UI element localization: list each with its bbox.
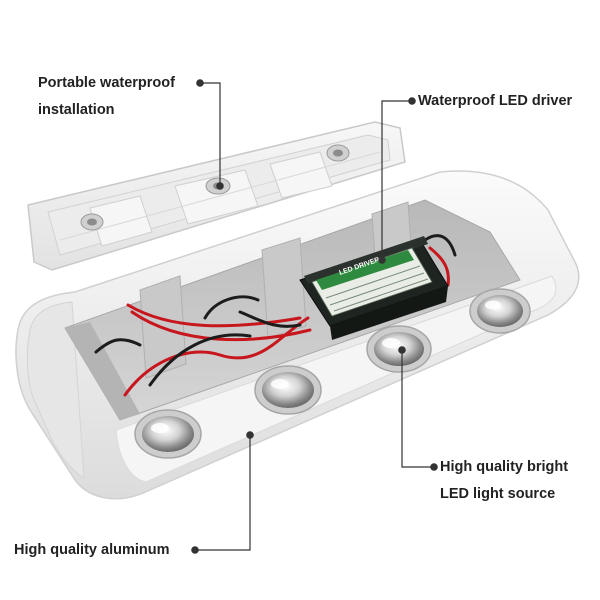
led-driver: LED DRIVER [299,236,449,340]
led-lens-1 [134,409,202,459]
mounting-plate [27,121,406,271]
callout-driver-label: Waterproof LED driver [418,93,573,109]
callout-led-source: High quality bright LED light source [440,454,568,508]
wiring [94,234,457,397]
callout-installation-line2: installation [38,102,115,118]
led-lens-2 [254,365,322,415]
callout-led-line2: LED light source [440,486,556,502]
callout-driver: Waterproof LED driver [418,88,572,115]
callout-installation: Portable waterproof installation [38,70,175,124]
callout-aluminum-label: High quality aluminum [14,542,170,558]
callout-aluminum: High quality aluminum [14,537,169,564]
callout-led-line1: High quality bright [440,459,569,475]
callout-installation-line1: Portable waterproof [38,75,175,91]
callout-leaders [191,79,438,554]
led-lens-4 [469,288,531,334]
